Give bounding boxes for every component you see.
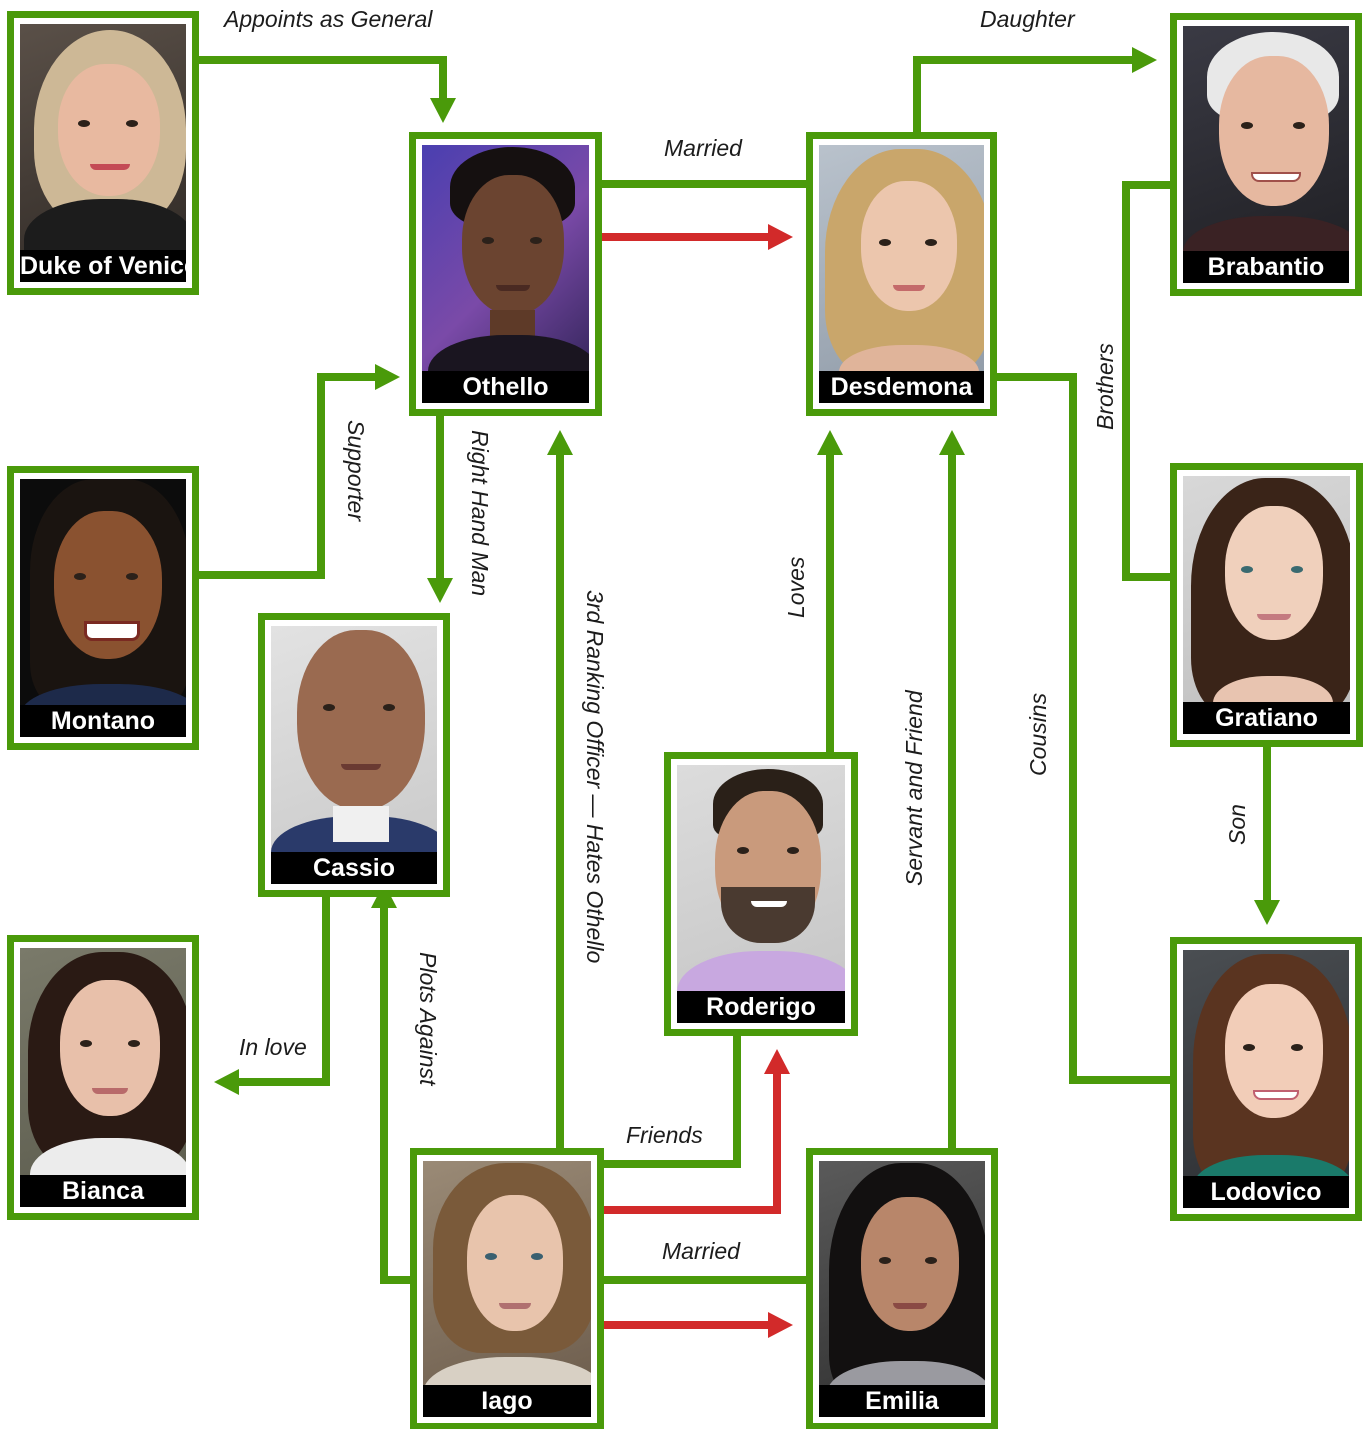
label-right-hand-man: Right Hand Man: [467, 430, 493, 596]
label-brothers: Brothers: [1092, 343, 1118, 430]
portrait-roderigo: [677, 765, 845, 1023]
name-montano: Montano: [20, 705, 186, 737]
portrait-montano: [20, 479, 186, 737]
edge-iago-to-cassio: [380, 908, 414, 1284]
portrait-bianca: [20, 948, 186, 1207]
card-duke-of-venice[interactable]: Duke of Venice: [7, 11, 199, 295]
name-othello: Othello: [422, 371, 589, 403]
card-brabantio[interactable]: Brabantio: [1170, 13, 1362, 296]
portrait-brabantio: [1183, 26, 1349, 283]
name-bianca: Bianca: [20, 1175, 186, 1207]
name-iago: Iago: [423, 1385, 591, 1417]
card-desdemona[interactable]: Desdemona: [806, 132, 997, 416]
label-supporter: Supporter: [343, 420, 369, 522]
label-married-iago-emilia: Married: [662, 1238, 741, 1264]
arrowhead-desdemona-loves: [817, 430, 843, 455]
name-lodovico: Lodovico: [1183, 1176, 1349, 1208]
label-in-love: In love: [239, 1034, 307, 1060]
label-plots-against: Plots Against: [415, 952, 441, 1087]
arrowhead-cassio: [427, 578, 453, 603]
portrait-duke-of-venice: [20, 24, 186, 282]
portrait-othello: [422, 145, 589, 403]
card-montano[interactable]: Montano: [7, 466, 199, 750]
name-cassio: Cassio: [271, 852, 437, 884]
portrait-emilia: [819, 1161, 985, 1417]
label-third-ranking-officer: 3rd Ranking Officer — Hates Othello: [582, 590, 608, 963]
arrowhead-brabantio: [1132, 47, 1157, 73]
card-lodovico[interactable]: Lodovico: [1170, 937, 1362, 1221]
card-cassio[interactable]: Cassio: [258, 613, 450, 897]
label-appoints-as-general: Appoints as General: [222, 6, 433, 32]
card-gratiano[interactable]: Gratiano: [1170, 463, 1363, 747]
label-cousins: Cousins: [1025, 692, 1051, 776]
portrait-desdemona: [819, 145, 984, 403]
name-duke-of-venice: Duke of Venice: [20, 250, 198, 282]
arrowhead-othello-left: [375, 364, 400, 390]
edge-cassio-to-bianca: [239, 895, 330, 1086]
edge-brabantio-gratiano: [1122, 181, 1173, 581]
card-iago[interactable]: Iago: [410, 1148, 604, 1429]
edge-iago-roderigo-friends: [602, 1035, 741, 1168]
edge-duke-to-othello: [197, 56, 447, 98]
name-emilia: Emilia: [819, 1385, 985, 1417]
portrait-cassio: [271, 626, 437, 884]
card-emilia[interactable]: Emilia: [806, 1148, 998, 1429]
edge-iago-to-roderigo-red: [602, 1074, 781, 1214]
arrowhead-roderigo-red: [764, 1049, 790, 1074]
arrowhead-desdemona-red: [768, 224, 793, 250]
card-bianca[interactable]: Bianca: [7, 935, 199, 1220]
edge-desdemona-to-brabantio: [913, 56, 1132, 136]
arrowhead-desdemona-servant: [939, 430, 965, 455]
edge-desdemona-lodovico: [995, 373, 1173, 1084]
arrowhead-othello: [430, 98, 456, 123]
name-gratiano: Gratiano: [1183, 702, 1350, 734]
name-brabantio: Brabantio: [1183, 251, 1349, 283]
arrowhead-emilia-red: [768, 1312, 793, 1338]
portrait-gratiano: [1183, 476, 1350, 734]
edge-montano-to-othello: [197, 373, 375, 579]
label-married-othello-desdemona: Married: [664, 135, 743, 161]
label-daughter: Daughter: [980, 6, 1076, 32]
arrowhead-othello-bottom: [547, 430, 573, 455]
name-roderigo: Roderigo: [677, 991, 845, 1023]
label-loves: Loves: [783, 556, 809, 618]
card-othello[interactable]: Othello: [409, 132, 602, 416]
arrowhead-lodovico: [1254, 900, 1280, 925]
card-roderigo[interactable]: Roderigo: [664, 752, 858, 1036]
label-servant-and-friend: Servant and Friend: [901, 689, 927, 886]
portrait-lodovico: [1183, 950, 1349, 1208]
name-desdemona: Desdemona: [819, 371, 984, 403]
portrait-iago: [423, 1161, 591, 1417]
arrowhead-bianca: [214, 1069, 239, 1095]
label-son: Son: [1224, 804, 1250, 845]
label-friends: Friends: [626, 1122, 703, 1148]
